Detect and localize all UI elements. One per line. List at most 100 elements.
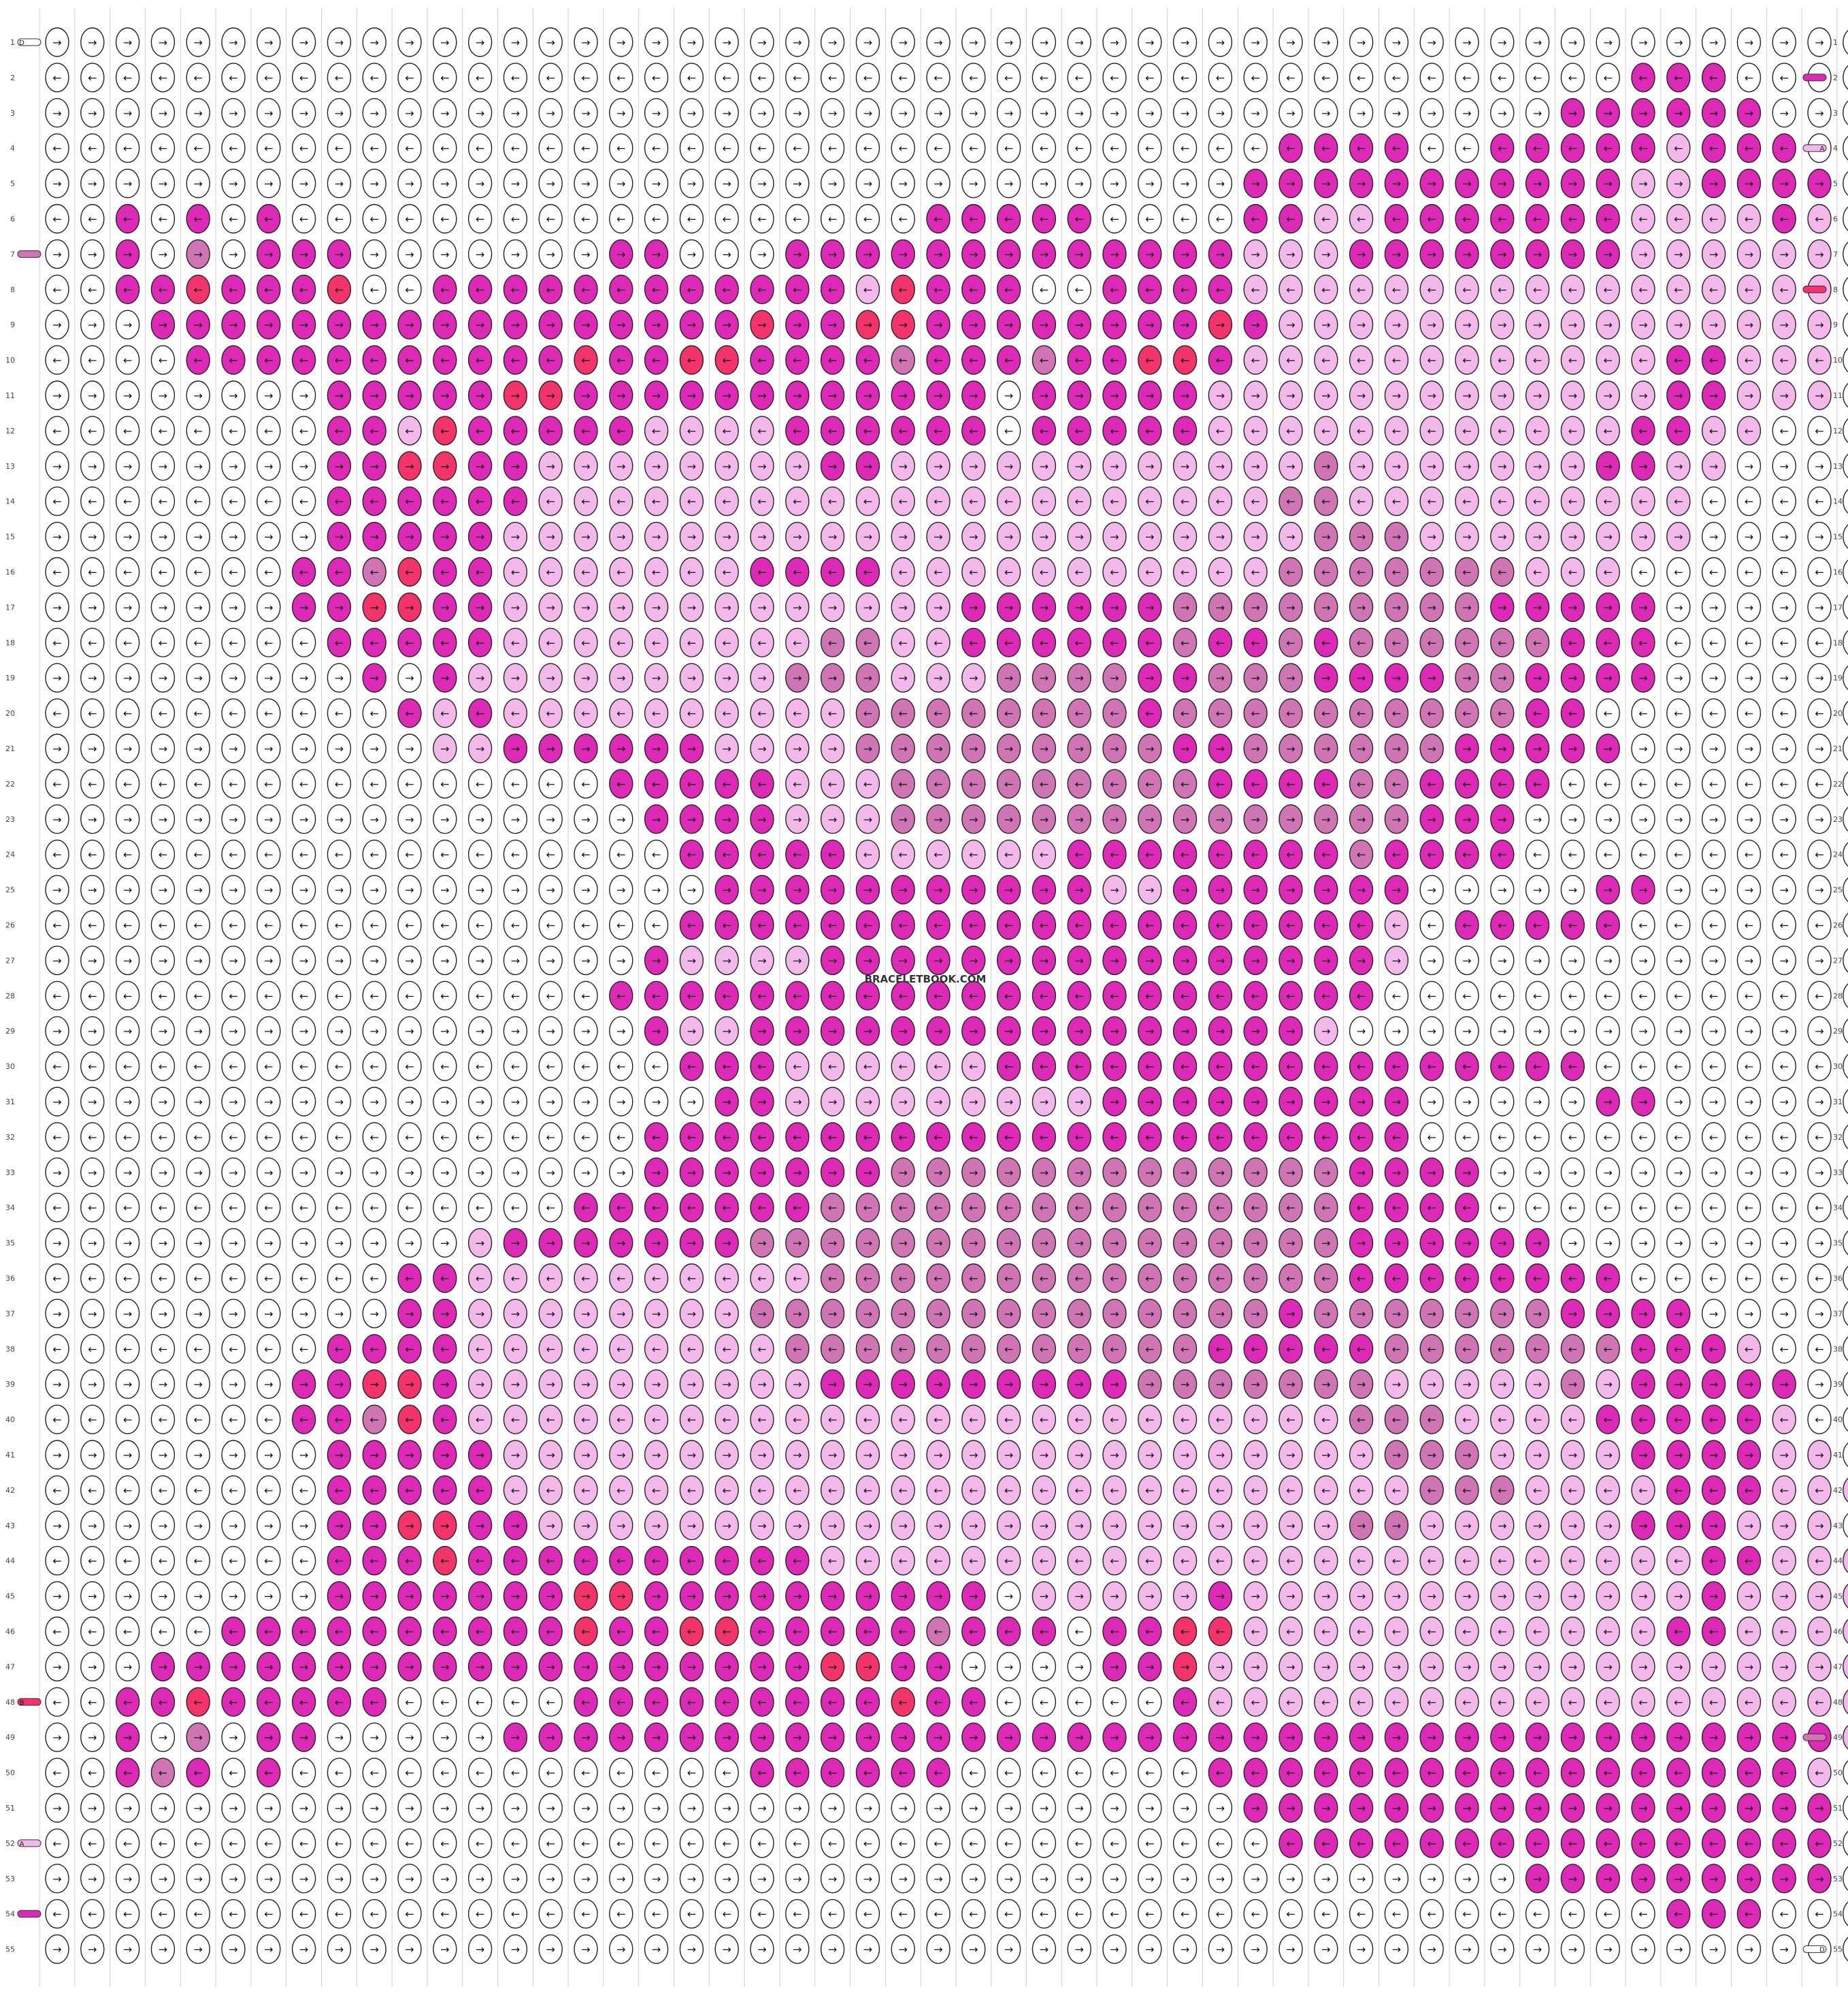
knot: ← [820,203,845,234]
knot-arrow: → [52,1025,61,1038]
knot-arrow: → [1674,1166,1683,1179]
knot-arrow: ← [1815,848,1824,861]
knot: ← [679,1122,704,1152]
knot-arrow: ← [123,1696,132,1709]
knot: ← [503,769,528,799]
knot-arrow: → [1181,318,1189,331]
knot: → [1525,733,1550,763]
knot-arrow: → [193,1237,202,1250]
knot: → [1208,733,1233,763]
knot-arrow: → [1040,1449,1049,1462]
knot-arrow: → [476,1378,484,1391]
knot: ← [855,698,880,728]
knot: → [679,1369,704,1399]
knot-arrow: ← [476,1413,484,1426]
knot: ← [926,769,951,799]
knot: → [1631,521,1655,552]
knot-arrow: → [1216,531,1225,544]
knot: → [1278,1227,1303,1258]
knot-arrow: → [159,531,167,544]
knot-arrow: → [1533,1519,1542,1532]
knot-arrow: ← [722,989,731,1002]
knot: ← [820,1687,845,1717]
knot: → [1384,663,1409,693]
knot: ← [150,1051,176,1081]
knot: → [291,380,316,410]
knot: → [750,733,774,763]
knot: ← [1278,487,1303,516]
knot-arrow: → [616,1660,625,1673]
knot: → [1490,451,1515,481]
knot-arrow: ← [1674,1484,1683,1497]
knot: ← [1138,839,1162,870]
knot: ← [221,627,246,657]
knot-arrow: ← [440,354,449,367]
knot-arrow: ← [1145,354,1154,367]
knot: ← [1314,1122,1338,1152]
knot: → [467,945,493,976]
knot: → [785,1369,810,1399]
knot: ← [961,557,986,587]
knot: ← [891,203,915,234]
knot-arrow: → [1110,36,1119,49]
knot-arrow: ← [1674,707,1683,720]
knot: → [327,874,352,905]
knot-arrow: → [1110,672,1119,685]
knot-arrow: ← [863,566,872,579]
knot: ← [1243,1404,1268,1434]
knot-arrow: → [1392,389,1401,402]
knot: → [291,168,316,199]
knot: → [574,1227,598,1258]
knot: ← [1032,627,1057,657]
knot: → [855,168,880,199]
knot: → [785,1651,810,1682]
knot-arrow: → [616,107,625,120]
knot-arrow: → [1603,1660,1612,1673]
knot: ← [1138,1475,1162,1505]
knot: ← [397,1192,422,1223]
knot: → [679,239,704,269]
knot-arrow: ← [511,1131,520,1144]
knot-arrow: → [652,1449,661,1462]
knot: → [291,98,316,128]
knot: ← [750,910,774,940]
knot: → [291,310,316,340]
knot: → [115,804,140,834]
knot-arrow: → [159,36,167,49]
knot: ← [961,839,986,870]
knot-arrow: → [969,107,978,120]
knot: ← [1419,980,1444,1011]
knot: → [1807,804,1832,834]
knot-arrow: ← [757,636,766,649]
knot-arrow: → [1674,389,1683,402]
knot-arrow: → [440,531,449,544]
knot: → [538,1511,563,1540]
knot: ← [679,1404,704,1434]
knot-arrow: → [1674,1660,1683,1673]
knot-arrow: ← [687,283,696,296]
knot: ← [257,274,281,304]
knot: ← [785,63,810,93]
knot-arrow: ← [440,1696,449,1709]
knot: → [1596,168,1620,199]
knot: ← [644,133,669,163]
knot-arrow: ← [159,495,167,508]
knot-arrow: → [123,1590,132,1603]
knot: ← [433,839,457,870]
knot-arrow: → [1357,36,1366,49]
knot-arrow: ← [1498,919,1506,932]
knot: ← [45,1687,69,1717]
knot-arrow: → [52,248,61,261]
knot-arrow: → [1427,318,1436,331]
knot: ← [538,910,563,940]
knot-arrow: ← [369,213,378,226]
knot: ← [1666,698,1691,728]
knot: → [1138,663,1162,693]
knot-arrow: → [1498,1237,1506,1250]
knot: ← [1490,1404,1515,1434]
knot: → [221,1016,246,1046]
knot-arrow: ← [1004,354,1013,367]
knot-arrow: → [1392,954,1401,967]
knot-arrow: ← [652,566,661,579]
knot: → [186,1581,210,1611]
